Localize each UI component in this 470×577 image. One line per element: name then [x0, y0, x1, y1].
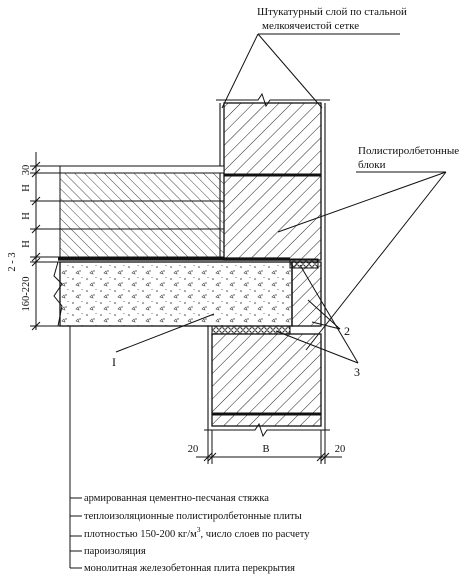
- floor-insulation-layer-2: [59, 200, 225, 230]
- lower-wall: [204, 326, 330, 438]
- blocks-label-line1: Полистиролбетонные: [358, 145, 459, 157]
- blocks-label-line2: блоки: [358, 159, 386, 171]
- legend-density-a: плотностью 150-200 кг/м: [84, 529, 197, 540]
- legend-screed: армированная цементно-песчаная стяжка: [84, 493, 269, 504]
- legend-density: плотностью 150-200 кг/м3, число слоев по…: [84, 525, 310, 540]
- dim-h1: Н: [21, 184, 32, 192]
- legend-vapour-barrier: пароизоляция: [84, 546, 146, 557]
- dim-h2: Н: [21, 212, 32, 220]
- callout-3: 3: [354, 365, 360, 379]
- legend-density-sup: 3: [197, 525, 201, 534]
- vertical-dimension-chain: [30, 152, 62, 331]
- concrete-slab: [53, 261, 293, 327]
- blocks-leaders: [277, 171, 447, 351]
- dim-160-220: 160-220: [21, 277, 32, 312]
- dim-2-3: 2 - 3: [7, 252, 18, 271]
- dim-20-left: 20: [188, 444, 199, 455]
- dim-30: 30: [21, 165, 32, 176]
- legend-insulation: теплоизоляционные полистиролбетонные пли…: [84, 511, 302, 522]
- plaster-label-line1: Штукатурный слой по стальной: [257, 6, 407, 18]
- horizontal-dimension: [196, 430, 342, 464]
- legend-leaders: [69, 326, 82, 569]
- floor-insulation-layer-1: [59, 172, 225, 202]
- insulation-strip: [211, 325, 291, 335]
- callout-1: I: [112, 355, 116, 369]
- callout-1-leader: [115, 313, 215, 353]
- slab-end-insulation: [289, 258, 326, 327]
- callout-2: 2: [344, 324, 350, 338]
- legend-density-b: , число слоев по расчету: [201, 529, 311, 540]
- plaster-leaders: [221, 33, 400, 109]
- plaster-label-line2: мелкоячеистой сетке: [262, 20, 359, 32]
- dim-20-right: 20: [335, 444, 346, 455]
- floor-screed: [59, 165, 225, 174]
- dim-b: В: [262, 444, 269, 455]
- callout-3-leader: [275, 264, 359, 364]
- legend-slab: монолитная железобетонная плита перекрыт…: [84, 563, 295, 574]
- upper-wall: [216, 92, 330, 261]
- floor-insulation-layer-3: [59, 228, 225, 258]
- dim-h3: Н: [21, 240, 32, 248]
